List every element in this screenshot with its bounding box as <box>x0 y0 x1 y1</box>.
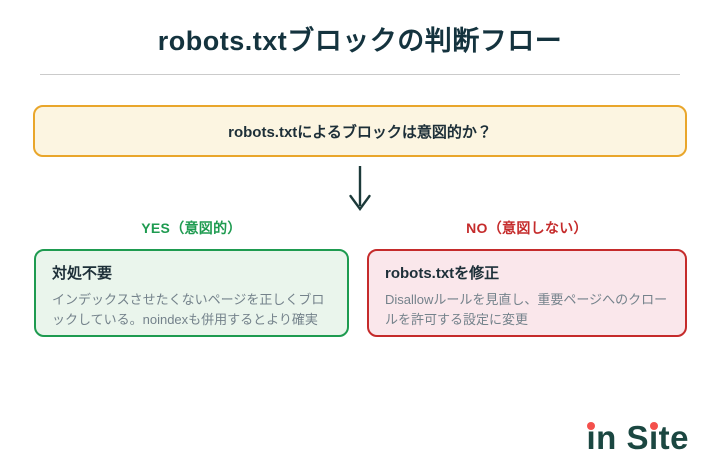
branch-yes-box: 対処不要 インデックスさせたくないページを正しくブロックしている。noindex… <box>34 249 349 337</box>
logo-letter: e <box>670 419 689 456</box>
logo-letter: S <box>626 419 649 456</box>
logo-letter: t <box>658 419 671 456</box>
branch-no-title: robots.txtを修正 <box>385 265 500 282</box>
page-title: robots.txtブロックの判断フロー <box>157 26 563 56</box>
branch-yes-title: 対処不要 <box>52 265 113 282</box>
question-text: robots.txtによるブロックは意図的か？ <box>228 123 492 141</box>
branch-no-box: robots.txtを修正 Disallowルールを見直し、重要ページへのクロー… <box>367 249 687 337</box>
logo-letter <box>617 421 627 454</box>
branch-no: NO（意図しない） robots.txtを修正 Disallowルールを見直し、… <box>367 218 687 337</box>
branch-yes: YES（意図的） 対処不要 インデックスさせたくないページを正しくブロックしてい… <box>34 218 349 337</box>
title-divider <box>40 74 680 75</box>
down-arrow-icon <box>349 166 371 212</box>
branch-no-body: Disallowルールを見直し、重要ページへのクロールを許可する設定に変更 <box>385 292 668 328</box>
brand-logo: in Site <box>586 421 689 454</box>
branch-no-label: NO（意図しない） <box>466 220 588 236</box>
question-box: robots.txtによるブロックは意図的か？ <box>33 105 687 157</box>
logo-letter: n <box>596 419 617 456</box>
logo-letter-i-red-dot: i <box>586 419 597 456</box>
branch-yes-body: インデックスさせたくないページを正しくブロックしている。noindexも併用する… <box>52 292 325 328</box>
branch-yes-label: YES（意図的） <box>141 220 242 236</box>
logo-letter-i-red-dot: i <box>648 419 659 456</box>
